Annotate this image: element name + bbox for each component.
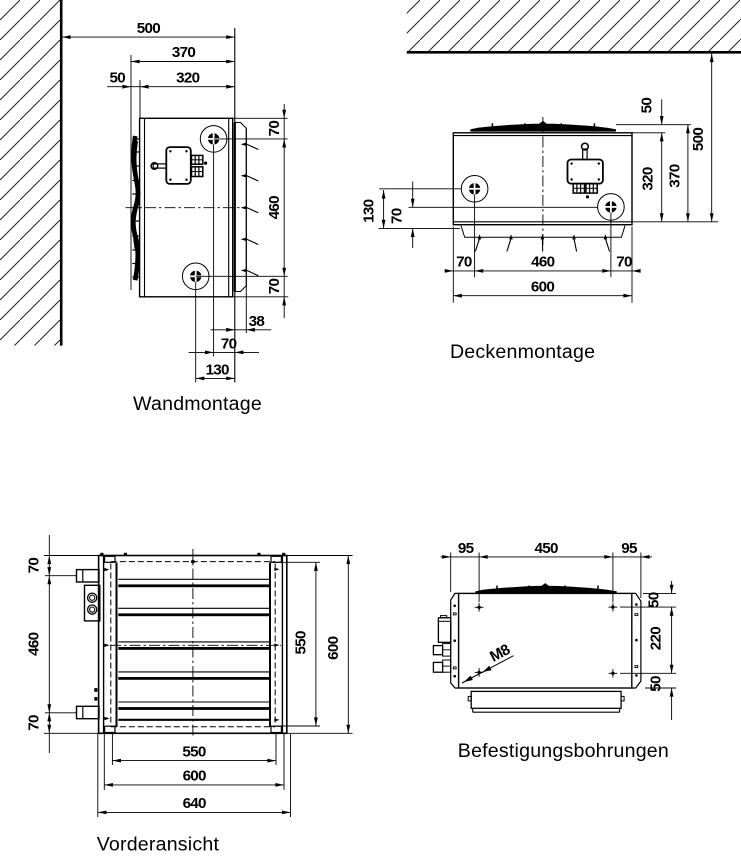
svg-text:50: 50 <box>638 98 655 114</box>
svg-text:220: 220 <box>647 627 664 650</box>
svg-text:130: 130 <box>360 199 377 222</box>
svg-text:460: 460 <box>26 632 43 655</box>
svg-text:640: 640 <box>183 795 206 812</box>
svg-text:70: 70 <box>389 208 406 224</box>
svg-text:320: 320 <box>176 69 199 86</box>
svg-text:460: 460 <box>531 254 554 271</box>
svg-text:550: 550 <box>182 743 205 760</box>
svg-text:460: 460 <box>266 196 283 219</box>
svg-text:500: 500 <box>690 128 707 151</box>
svg-text:370: 370 <box>666 164 683 187</box>
svg-text:320: 320 <box>640 167 657 190</box>
svg-text:95: 95 <box>621 540 638 557</box>
svg-text:600: 600 <box>531 279 554 296</box>
svg-text:550: 550 <box>293 631 310 654</box>
svg-text:Deckenmontage: Deckenmontage <box>450 341 595 363</box>
svg-text:Befestigungsbohrungen: Befestigungsbohrungen <box>458 740 669 762</box>
svg-text:Wandmontage: Wandmontage <box>133 393 262 415</box>
svg-text:70: 70 <box>456 254 472 271</box>
svg-text:70: 70 <box>616 254 632 271</box>
svg-text:500: 500 <box>137 20 160 37</box>
svg-text:70: 70 <box>221 336 237 353</box>
svg-text:50: 50 <box>647 676 664 692</box>
svg-text:95: 95 <box>458 540 475 557</box>
svg-text:600: 600 <box>325 636 342 659</box>
svg-text:50: 50 <box>645 592 662 608</box>
svg-text:Vorderansicht: Vorderansicht <box>97 834 220 856</box>
svg-text:130: 130 <box>206 361 229 378</box>
svg-text:370: 370 <box>172 44 195 61</box>
svg-text:70: 70 <box>26 558 43 574</box>
svg-text:70: 70 <box>266 121 283 137</box>
svg-text:70: 70 <box>26 715 43 731</box>
svg-text:70: 70 <box>266 279 283 295</box>
svg-text:600: 600 <box>183 768 206 785</box>
svg-text:450: 450 <box>534 540 557 557</box>
svg-text:38: 38 <box>249 313 265 330</box>
svg-text:50: 50 <box>110 69 126 86</box>
